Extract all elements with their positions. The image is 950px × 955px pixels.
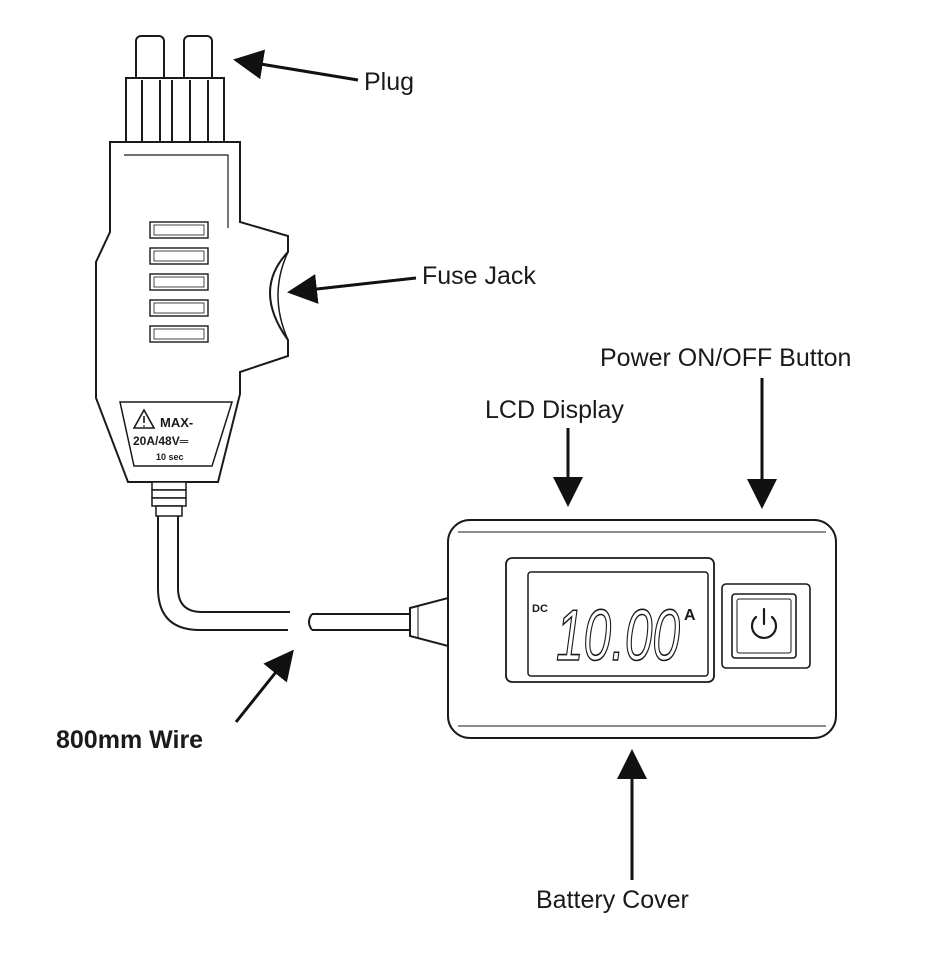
callout-fuse-jack: Fuse Jack [422, 262, 536, 290]
fuse-adapter [95, 35, 290, 631]
callout-power-button: Power ON/OFF Button [600, 344, 852, 372]
lcd-unit-label: A [684, 607, 696, 624]
wire-left [157, 516, 288, 631]
lcd-mode-label: DC [532, 603, 548, 615]
power-button[interactable] [731, 593, 797, 659]
arrow-plug [233, 49, 359, 82]
lcd-bezel [505, 557, 715, 683]
adapter-body [95, 141, 289, 483]
callout-wire: 800mm Wire [56, 726, 204, 754]
meter-strain-relief [409, 596, 449, 648]
warning-triangle-icon [132, 408, 156, 429]
wire-left-inner [177, 516, 290, 613]
grip-ridges [149, 221, 209, 343]
rating-line-2: 20A/48V═ [133, 434, 189, 448]
callout-lcd-display: LCD Display [485, 396, 624, 424]
callout-battery-cover: Battery Cover [536, 886, 689, 914]
rating-line-1: MAX- [160, 415, 193, 430]
strain-relief [151, 481, 187, 517]
lcd-reading: 10.00 [556, 596, 680, 676]
arrow-fuse-jack [287, 274, 417, 304]
callout-arrows [233, 49, 777, 880]
rating-line-3: 10 sec [156, 452, 184, 462]
power-icon [750, 607, 778, 639]
button-recess [721, 583, 811, 669]
plug-prongs [125, 35, 225, 145]
lcd-screen [527, 571, 709, 677]
callout-plug: Plug [364, 68, 415, 96]
rating-label-box [119, 401, 234, 467]
arrow-wire [234, 649, 294, 723]
wire-right [312, 613, 410, 631]
meter-housing [447, 519, 837, 739]
meter-unit [308, 519, 837, 739]
